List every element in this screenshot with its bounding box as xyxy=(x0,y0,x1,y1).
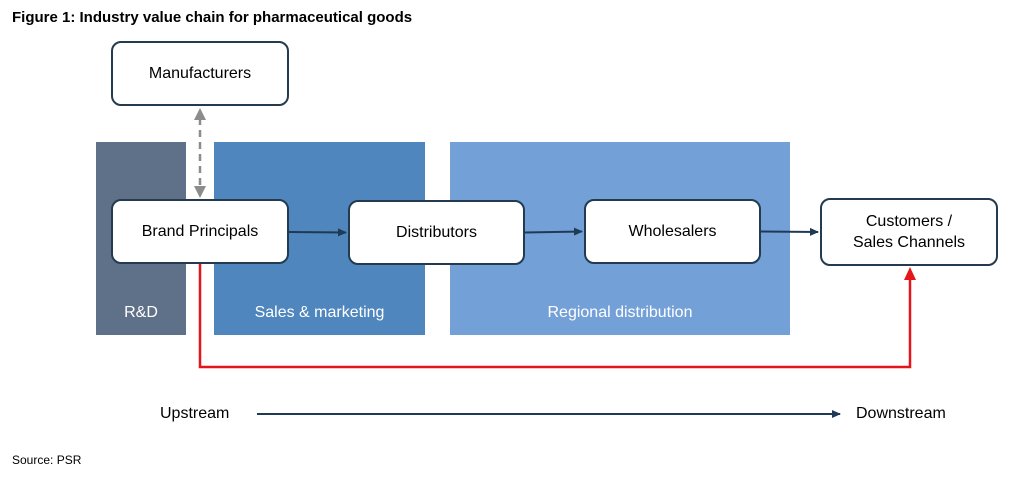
figure-title: Figure 1: Industry value chain for pharm… xyxy=(12,9,413,26)
node-distributors-label: Distributors xyxy=(396,224,477,241)
node-manufacturers-label: Manufacturers xyxy=(148,65,252,82)
source-note: Source: PSR xyxy=(12,453,82,467)
node-customers-sales-channels: Customers / Sales Channels xyxy=(820,198,998,266)
node-distributors: Distributors xyxy=(348,200,525,265)
node-customers-label-line2: Sales Channels xyxy=(852,234,966,251)
node-brand-principals: Brand Principals xyxy=(111,199,289,264)
band-rd-label: R&D xyxy=(124,304,158,321)
node-brand-principals-label: Brand Principals xyxy=(141,223,259,240)
arrow-brand-to-distributors xyxy=(288,228,347,237)
upstream-label: Upstream xyxy=(160,405,230,422)
arrow-wholesalers-to-customers xyxy=(760,227,819,236)
node-manufacturers: Manufacturers xyxy=(111,41,289,106)
node-wholesalers-label: Wholesalers xyxy=(628,223,717,240)
node-wholesalers: Wholesalers xyxy=(584,199,761,264)
arrow-distributors-to-wholesalers xyxy=(524,227,583,236)
node-customers-label-line1: Customers / xyxy=(865,213,953,230)
downstream-label: Downstream xyxy=(856,405,946,422)
